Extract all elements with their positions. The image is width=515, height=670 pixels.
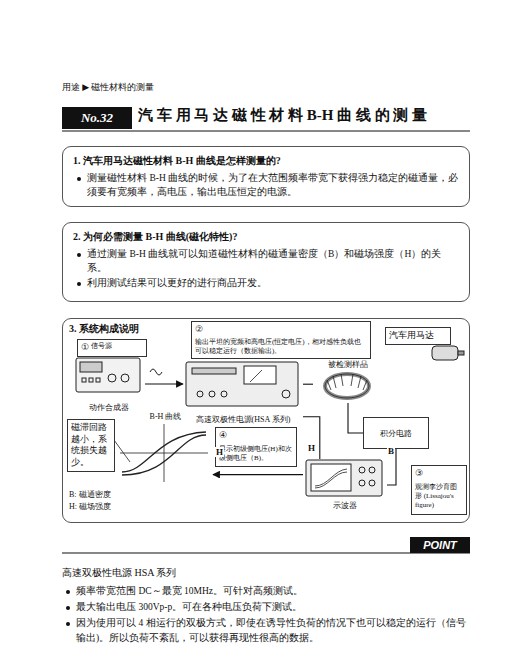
question-box: 2. 为何必需测量 B-H 曲线(磁化特性)? 通过测量 B-H 曲线就可以知道磁… [62,222,470,302]
function-generator [76,358,162,392]
point-heading: 高速双极性电源 HSA 系列 [62,566,176,580]
bh-curve-plot [120,424,208,482]
oscilloscope: 示波器 [303,459,387,511]
amplifier: 高速双极性电源(HSA 系列) [183,357,303,425]
callout-box: ④ 显示初级侧电压(H)和次级侧电压（B)。 [215,427,297,467]
node-text: B-H 曲线 [149,411,183,422]
node-text: 1. 汽车用马达磁性材料 B-H 曲线是怎样测量的? [73,153,459,169]
node-text: 测量磁性材料 B-H 曲线的时候，为了在大范围频率带宽下获得强力稳定的磁通量，必… [73,171,459,200]
question-box: 1. 汽车用马达磁性材料 B-H 曲线是怎样测量的? 测量磁性材料 B-H 曲线的… [62,146,470,207]
node-text: ② [195,324,203,336]
callout-box: ③ 观测李沙育图形 (Lissajou's figure) [411,465,467,515]
node-text: 高速双极性电源(HSA 系列) [195,414,292,425]
point-bullet: 频率带宽范围 DC～最宽 10MHz。可针对高频测试。 [62,584,470,599]
bh-plot: B-H 曲线 [118,411,213,483]
node-text: 通过测量 B-H 曲线就可以知道磁性材料的磁通量密度（B）和磁场强度（H）的关系… [73,247,459,276]
node-text: POINT [423,539,457,551]
axis-legend: H: 磁场强度 [69,501,111,512]
node-text: 示波器 [332,500,358,511]
wire [303,417,320,459]
sample: 被检测样品 [313,359,383,403]
node-text: ④ [219,430,227,442]
node-text: 利用测试结果可以更好的进行商品开发。 [73,276,459,291]
signal-name: B [387,446,395,456]
callout-box: 汽车用马达 [385,327,451,345]
point-rule [62,552,470,553]
callout-box: ①信号源 [77,339,147,357]
leader-line [114,440,130,462]
node-text: 磁滞回路越小，系统损失越少。 [71,422,111,469]
node-text: 被检测样品 [327,359,369,370]
point-bullet: 因为使用可以 4 相运行的双极方式，即使在诱导性负荷的情况下也可以稳定的运行（信… [62,616,470,646]
node-text: 动作合成器 [88,402,130,413]
system-panel: 3. 系统构成说明 ①信号源动作合成器高速双极性电源(HSA 系列) ② 输出平坦的宽… [62,318,470,523]
wire [213,474,303,475]
wire [145,383,183,384]
node-text: 3. 系统构成说明 [69,322,139,336]
callout-box: ② 输出平坦的宽频和高电压(恒定电压)，相对感性负载也可以稳定运行（数据输出)。 [191,321,371,359]
oscilloscope [306,460,382,496]
node-text: 输出平坦的宽频和高电压(恒定电压)，相对感性负载也可以稳定运行（数据输出)。 [195,338,367,356]
axis-legend: B: 磁通密度 [69,489,111,500]
node-text: No.32 [81,110,113,126]
number-badge: No.32 [62,107,132,129]
point-bullet: 最大输出电压 300Vp-p。可在各种电压负荷下测试。 [62,600,470,615]
signal-name: H [307,443,316,453]
axis-label: H [215,447,224,457]
function-generator: 动作合成器 [73,355,145,413]
breadcrumb: 用途 ▶ 磁性材料的测量 [62,81,154,94]
node-text: ③ [415,468,423,480]
toroid-sample [325,374,369,398]
motor [432,346,464,360]
node-text: 显示初级侧电压(H)和次级侧电压（B)。 [219,445,293,463]
title-rule [62,130,470,131]
page-title: 汽 车 用 马 达 磁 性 材 料 B-H 曲 线 的 测 量 [138,106,427,125]
node-text: 积分电路 [380,428,412,439]
bipolar-amplifier [186,362,298,406]
wire [348,403,363,433]
node-text: 观测李沙育图形 (Lissajou's figure) [415,483,463,510]
node-text: 汽车用马达 [389,330,434,342]
node-text: ① [81,342,89,354]
callout-box: 磁滞回路越小，系统损失越少。 [67,419,115,472]
node-text: 信号源 [91,342,112,351]
wire [303,384,313,385]
node-text: 2. 为何必需测量 B-H 曲线(磁化特性)? [73,229,459,245]
point-tag: POINT [410,537,470,553]
integrator-box: 积分电路 [363,417,429,449]
